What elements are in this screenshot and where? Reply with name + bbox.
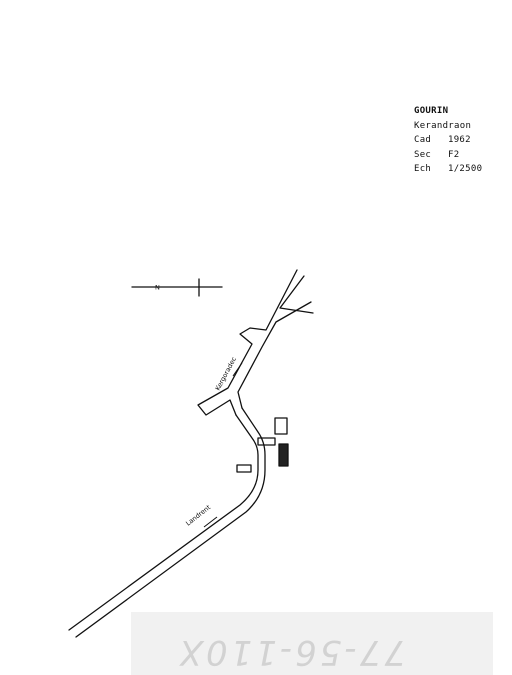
legend-value: 1962 [448, 135, 471, 145]
legend-row-cad: Cad 1962 [414, 133, 482, 148]
road-landrent-left-edge [68, 414, 259, 631]
road-kergoradec-right-edge [237, 301, 312, 409]
place-name: Kerandraon [414, 120, 472, 131]
road-landrent-right-edge [75, 407, 266, 638]
legend-key: Ech [414, 164, 432, 174]
north-label: N [155, 284, 160, 292]
arrow-kergoradec-icon [232, 362, 243, 377]
legend-row-ech: Ech 1/2500 [414, 162, 482, 177]
building-3 [236, 464, 252, 473]
road-landrent [68, 407, 266, 638]
building-2 [257, 437, 276, 446]
legend-key: Cad [414, 135, 432, 145]
building-1 [274, 417, 288, 435]
commune-name: GOURIN [414, 106, 449, 116]
arrow-landrent-icon [203, 516, 218, 528]
legend-value: 1/2500 [448, 164, 483, 174]
road-fork [279, 275, 314, 314]
map-legend: GOURIN Kerandraon Cad 1962 Sec F2 Ech 1/… [414, 104, 482, 177]
footer-band [131, 612, 493, 675]
legend-key: Sec [414, 149, 432, 160]
road-kergoradec-left-edge [197, 269, 298, 416]
building-4-shaded [278, 443, 289, 467]
legend-value: F2 [448, 149, 460, 160]
handwritten-reference: 77-56-110X [176, 632, 406, 672]
legend-row-sec: Sec F2 [414, 148, 482, 163]
north-arrow [131, 278, 223, 297]
road-kergoradec [197, 269, 314, 416]
